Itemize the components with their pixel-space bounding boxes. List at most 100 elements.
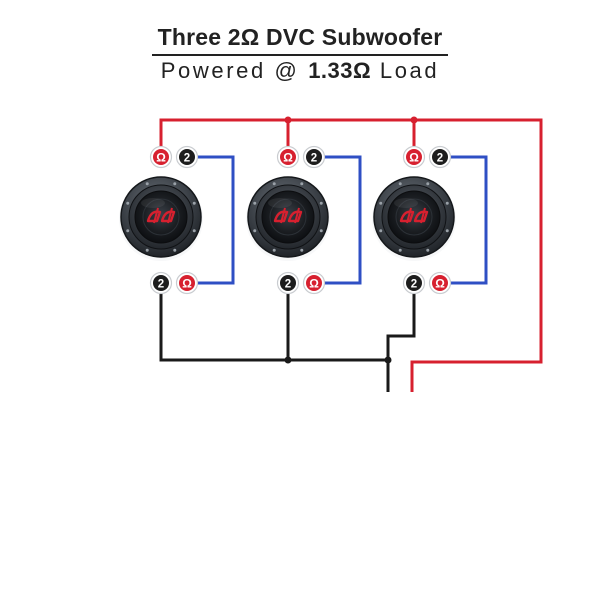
- sub-1-coil-a-negative-terminal: 2: [175, 145, 199, 169]
- mounting-bolt: [398, 248, 402, 252]
- mounting-bolt: [145, 248, 149, 252]
- negative-junction-2: [284, 356, 292, 364]
- negative-terminal-label: 2: [184, 153, 190, 165]
- positive-junction-2: [284, 116, 292, 124]
- subtitle-suffix: Load: [379, 58, 440, 83]
- cone-ring: [142, 198, 180, 236]
- sub-3-coil-a-negative-terminal: 2: [428, 145, 452, 169]
- mounting-bolt: [253, 229, 257, 233]
- logo-stroke-right: [167, 207, 173, 224]
- positive-terminal-cap: [432, 275, 448, 291]
- mounting-bolt: [173, 182, 177, 186]
- mounting-bolt: [379, 201, 383, 205]
- negative-terminal-label: 2: [411, 279, 417, 291]
- logo-stroke-right: [420, 207, 426, 224]
- mounting-bolt: [272, 248, 276, 252]
- mounting-bolt: [253, 201, 257, 205]
- logo-right-d: [413, 210, 429, 223]
- mounting-bolt: [126, 229, 130, 233]
- coil-jumper-wire-2: [312, 155, 362, 285]
- negative-terminal-cap: [280, 275, 296, 291]
- positive-terminal-label: Ω: [435, 277, 445, 291]
- positive-terminal-label: Ω: [409, 151, 419, 165]
- negative-terminal-cap: [432, 149, 448, 165]
- load-value: 1.33Ω: [308, 58, 372, 83]
- mounting-bolt: [192, 229, 196, 233]
- cone-highlight: [268, 198, 292, 208]
- diagram-title: Three 2Ω DVC Subwoofer: [151, 24, 449, 56]
- mounting-bolt: [319, 229, 323, 233]
- sub-3-coil-a-positive-terminal: Ω: [402, 145, 426, 169]
- subtitle-prefix: Powered @: [160, 58, 300, 83]
- negative-terminal-label: 2: [158, 279, 164, 291]
- negative-terminal-label: 2: [437, 153, 443, 165]
- coil-jumper-wire-3: [438, 155, 488, 285]
- negative-terminal-cap: [153, 275, 169, 291]
- mounting-bolt: [379, 229, 383, 233]
- logo-stroke-left: [280, 207, 286, 224]
- logo-right-d: [287, 210, 303, 223]
- mounting-bolt: [445, 201, 449, 205]
- mounting-bolt: [145, 182, 149, 186]
- positive-terminal-cap: [406, 149, 422, 165]
- mounting-bolt: [173, 248, 177, 252]
- logo-stroke-left: [153, 207, 159, 224]
- mounting-bolt: [192, 201, 196, 205]
- positive-main-wire: [159, 118, 543, 392]
- logo-left-d: [273, 210, 289, 223]
- negative-terminal-cap: [406, 275, 422, 291]
- cone-highlight: [394, 198, 418, 208]
- logo-stroke-left: [406, 207, 412, 224]
- negative-junction-3: [384, 356, 392, 364]
- negative-terminal-label: 2: [311, 153, 317, 165]
- negative-terminal-cap: [306, 149, 322, 165]
- mounting-bolt: [126, 201, 130, 205]
- mounting-bolt: [398, 182, 402, 186]
- positive-terminal-cap: [179, 275, 195, 291]
- logo-left-d: [399, 210, 415, 223]
- positive-terminal-label: Ω: [182, 277, 192, 291]
- subwoofer-3: [372, 176, 456, 261]
- positive-terminal-label: Ω: [283, 151, 293, 165]
- coil-jumper-wire-1: [185, 155, 235, 285]
- negative-terminal-cap: [179, 149, 195, 165]
- positive-terminal-label: Ω: [309, 277, 319, 291]
- cone-ring: [269, 198, 307, 236]
- sub-1-coil-a-positive-terminal: Ω: [149, 145, 173, 169]
- logo-left-d: [146, 210, 162, 223]
- dd-logo-icon: [399, 207, 429, 224]
- sub-2-coil-a-negative-terminal: 2: [302, 145, 326, 169]
- mounting-bolt: [426, 248, 430, 252]
- mounting-bolt: [272, 182, 276, 186]
- positive-junction-3: [410, 116, 418, 124]
- logo-right-d: [160, 210, 176, 223]
- mounting-bolt: [426, 182, 430, 186]
- mounting-bolt: [319, 201, 323, 205]
- cone-highlight: [141, 198, 165, 208]
- subwoofer-2: [246, 176, 330, 261]
- negative-terminal-label: 2: [285, 279, 291, 291]
- subwoofer-1: [119, 176, 203, 261]
- positive-terminal-label: Ω: [156, 151, 166, 165]
- sub-1-coil-b-negative-terminal: 2: [149, 271, 173, 295]
- sub-2-coil-b-positive-terminal: Ω: [302, 271, 326, 295]
- subwoofers-layer: [119, 176, 456, 261]
- wiring-layer: [159, 116, 543, 392]
- negative-main-wire: [159, 283, 390, 392]
- logo-stroke-right: [294, 207, 300, 224]
- sub-2-coil-a-positive-terminal: Ω: [276, 145, 300, 169]
- sub-3-coil-b-positive-terminal: Ω: [428, 271, 452, 295]
- cone-ring: [395, 198, 433, 236]
- positive-terminal-cap: [153, 149, 169, 165]
- diagram-header: Three 2Ω DVC Subwoofer Powered @ 1.33Ω L…: [0, 24, 600, 84]
- sub-1-coil-b-positive-terminal: Ω: [175, 271, 199, 295]
- dd-logo-icon: [146, 207, 176, 224]
- mounting-bolt: [300, 182, 304, 186]
- diagram-subtitle: Powered @ 1.33Ω Load: [0, 58, 600, 84]
- positive-terminal-cap: [280, 149, 296, 165]
- mounting-bolt: [445, 229, 449, 233]
- positive-terminal-cap: [306, 275, 322, 291]
- sub-2-coil-b-negative-terminal: 2: [276, 271, 300, 295]
